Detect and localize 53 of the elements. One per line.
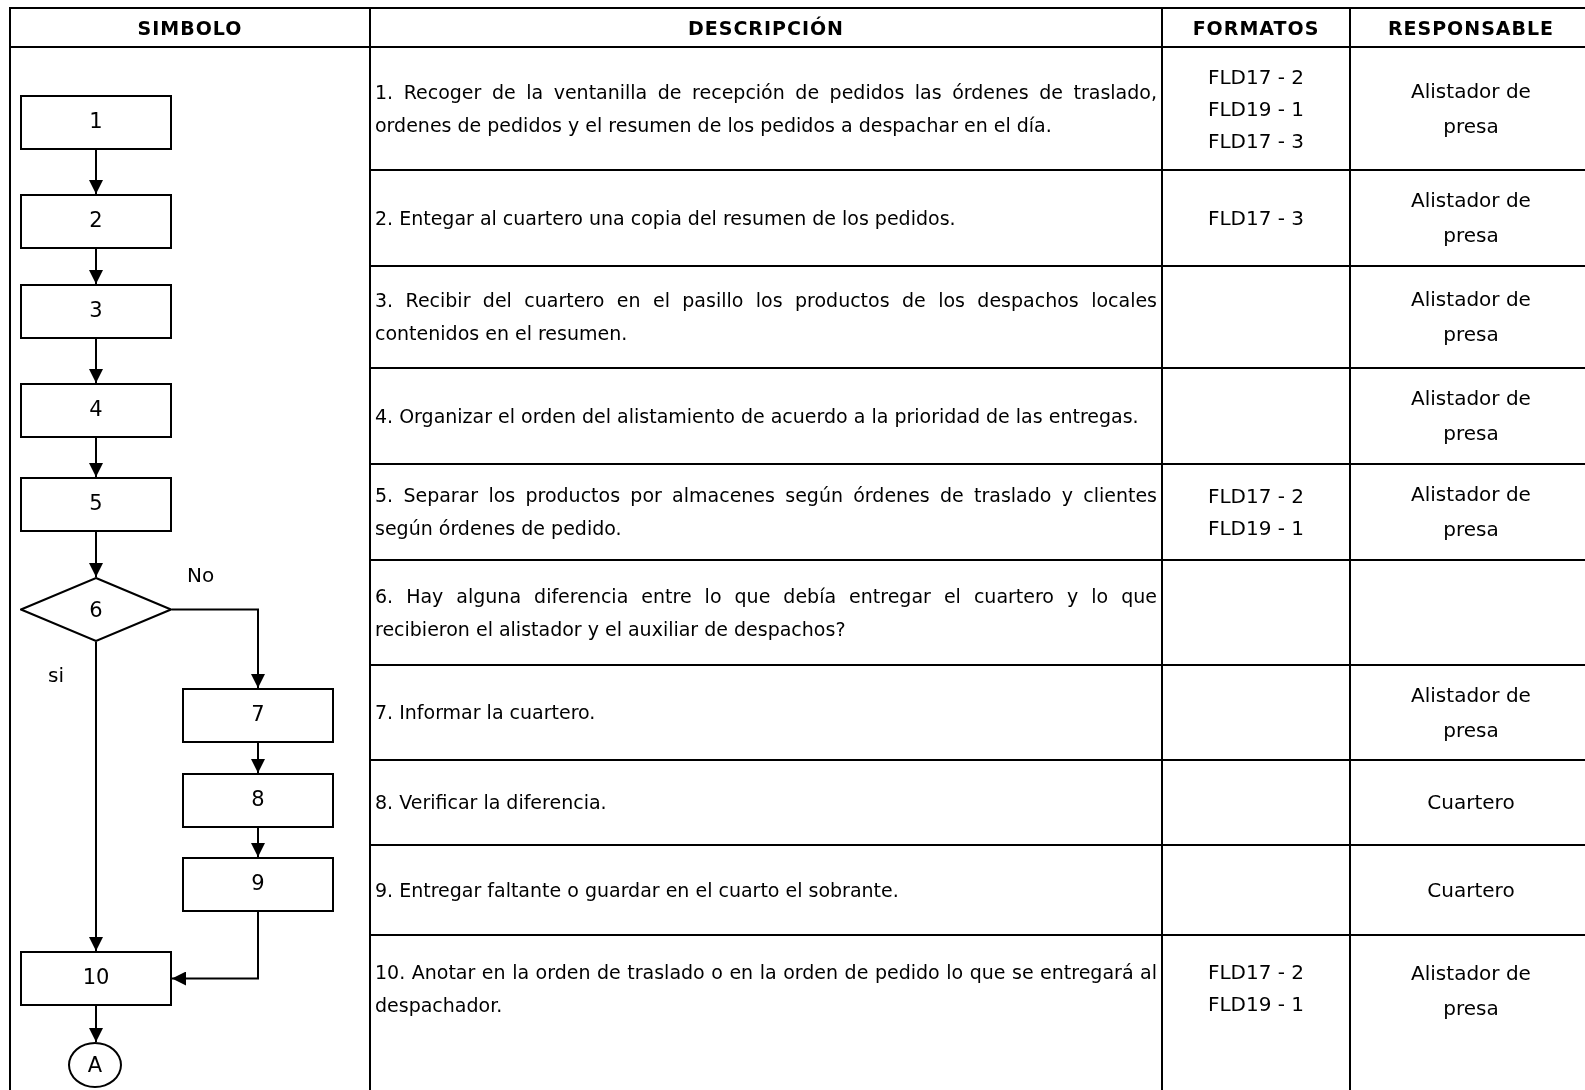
arrow xyxy=(89,338,103,384)
format-code: FLD17 - 2 xyxy=(1207,63,1305,91)
step-description: 9. Entregar faltante o guardar en el cuarto el sobrante. xyxy=(375,877,900,903)
format-code: FLD17 - 2 xyxy=(1207,483,1305,510)
responsible-role: Alistador de presa xyxy=(1410,77,1532,140)
arrow xyxy=(171,608,265,689)
arrow xyxy=(89,531,103,578)
responsible-role: Alistador de presa xyxy=(1410,385,1532,447)
responsible-role: Alistador de presa xyxy=(1410,481,1532,543)
process-box: 2 xyxy=(20,194,172,249)
format-code: FLD17 - 2 xyxy=(1207,959,1305,986)
step-description: 5. Separar los productos por almacenes según órdenes de traslado y clientes según órdenes de pedido. xyxy=(375,483,1157,541)
process-box: 4 xyxy=(20,383,172,438)
responsible-role: Cuartero xyxy=(1427,789,1515,816)
responsible-role: Alistador de presa xyxy=(1410,960,1532,1022)
process-box: 8 xyxy=(182,773,334,828)
column-header: RESPONSABLE xyxy=(1387,16,1555,39)
step-description: 6. Hay alguna diferencia entre lo que debía entregar el cuartero y lo que recibieron el alistador y el auxiliar de despachos? xyxy=(375,583,1157,642)
step-description: 4. Organizar el orden del alistamiento de acuerdo a la prioridad de las entregas. xyxy=(375,403,1140,429)
step-description: 3. Recibir del cuartero en el pasillo los productos de los despachos locales contenidos en el resumen. xyxy=(375,288,1157,346)
process-box: 9 xyxy=(182,857,334,912)
process-box: 3 xyxy=(20,284,172,339)
format-code: FLD17 - 3 xyxy=(1207,127,1305,155)
column-header: FORMATOS xyxy=(1192,16,1320,39)
arrow xyxy=(251,742,265,774)
step-description: 7. Informar la cuartero. xyxy=(375,700,597,725)
arrow xyxy=(89,248,103,285)
arrow xyxy=(89,437,103,478)
arrow xyxy=(89,641,103,952)
process-box: 7 xyxy=(182,688,334,743)
process-box: 10 xyxy=(20,951,172,1006)
responsible-role: Alistador de presa xyxy=(1410,681,1532,744)
column-header: SIMBOLO xyxy=(137,16,243,39)
format-code: FLD19 - 1 xyxy=(1207,991,1305,1018)
step-description: 8. Verificar la diferencia. xyxy=(375,790,608,815)
arrow xyxy=(251,827,265,858)
responsible-role: Alistador de presa xyxy=(1410,187,1532,249)
format-code: FLD17 - 3 xyxy=(1207,205,1305,232)
responsible-role: Cuartero xyxy=(1427,876,1515,904)
arrow xyxy=(89,1005,103,1043)
column-header: DESCRIPCIÓN xyxy=(687,16,845,39)
arrow xyxy=(171,911,259,986)
format-code: FLD19 - 1 xyxy=(1207,515,1305,542)
responsible-role: Alistador de presa xyxy=(1410,286,1532,348)
connector-circle: A xyxy=(68,1042,122,1088)
process-box: 5 xyxy=(20,477,172,532)
process-box: 1 xyxy=(20,95,172,150)
arrow xyxy=(89,149,103,195)
step-description: 10. Anotar en la orden de traslado o en la orden de pedido lo que se entregará al despachador. xyxy=(375,960,1157,1018)
decision-diamond: 6 xyxy=(20,577,172,642)
step-description: 2. Entegar al cuartero una copia del resumen de los pedidos. xyxy=(375,205,957,231)
step-description: 1. Recoger de la ventanilla de recepción de pedidos las órdenes de traslado, ordenes de pedidos y el resumen de los pedidos a despachar en el día. xyxy=(375,79,1157,138)
format-code: FLD19 - 1 xyxy=(1207,95,1305,123)
